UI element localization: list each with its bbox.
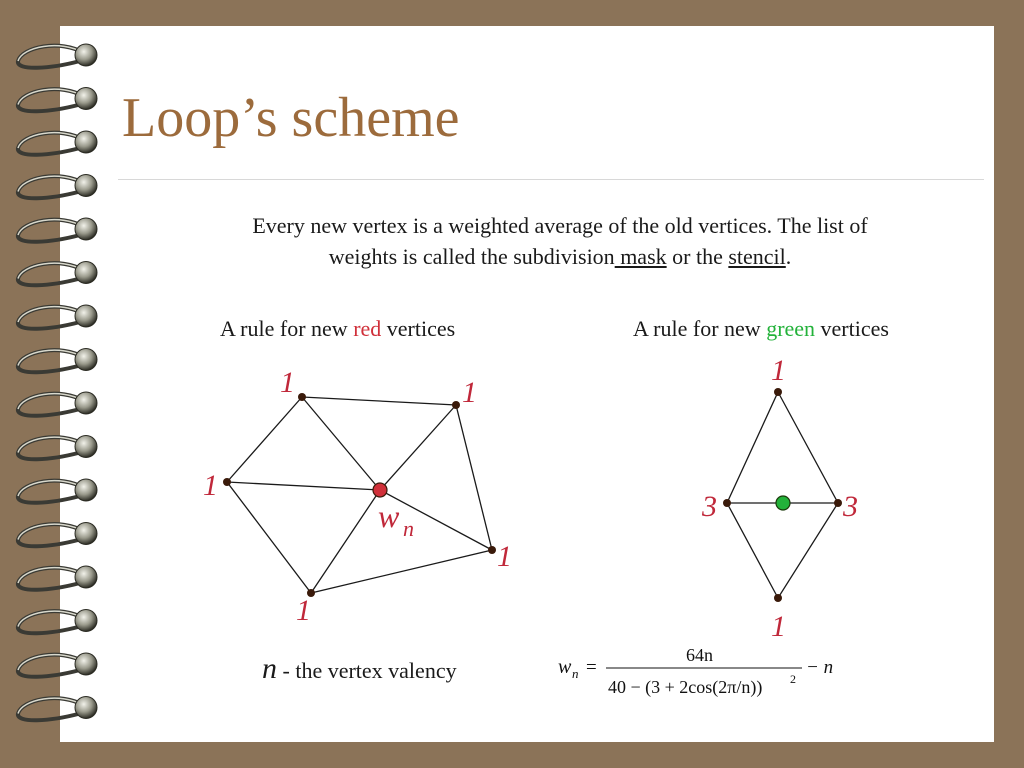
formula-equals: = (586, 657, 597, 678)
green-rule-caption: A rule for new green vertices (633, 316, 889, 342)
weight-label: 1 (771, 610, 786, 643)
weight-label: 1 (462, 376, 477, 409)
valency-symbol: n (262, 652, 277, 685)
term-mask: mask (614, 244, 667, 269)
spiral-binding (16, 43, 98, 723)
green-word: green (766, 316, 816, 341)
spoke (310, 489, 381, 594)
center-weight-symbol: w (378, 498, 400, 534)
binding-ring (74, 652, 98, 676)
binding-ring (74, 391, 98, 415)
weight-label: 1 (771, 354, 786, 387)
old-vertex (834, 499, 842, 507)
spoke (379, 404, 457, 491)
green-stencil-vertices (723, 388, 842, 602)
new-red-vertex (372, 482, 388, 498)
weight-label: 1 (296, 594, 311, 627)
binding-ring (74, 348, 98, 371)
intro-paragraph: Every new vertex is a weighted average o… (230, 210, 890, 272)
title-divider (118, 179, 984, 180)
old-vertex (488, 546, 496, 554)
spoke (301, 396, 381, 491)
green-stencil-weights: 1 3 3 1 (701, 354, 858, 643)
center-weight-subscript: n (403, 516, 414, 541)
binding-ring (74, 304, 98, 328)
weight-formula: w n = 64n 40 − (3 + 2cos(2π/n)) 2 − n (558, 645, 833, 698)
binding-ring (74, 522, 98, 545)
new-green-vertex (775, 495, 791, 511)
intro-text: Every new vertex is a weighted average o… (252, 213, 868, 269)
valency-note: n - the vertex valency (262, 652, 457, 686)
spoke (379, 489, 493, 551)
formula-exponent: 2 (790, 672, 796, 686)
red-rule-prefix: A rule for new (220, 316, 354, 341)
binding-ring (74, 565, 98, 589)
binding-ring (74, 609, 98, 632)
weight-label: 1 (280, 366, 295, 399)
valency-text: - the vertex valency (277, 658, 457, 683)
old-vertex (307, 589, 315, 597)
binding-ring (74, 217, 98, 241)
old-vertex (774, 388, 782, 396)
intro-text-or: or the (666, 244, 729, 269)
term-stencil: stencil (728, 244, 786, 269)
formula-tail: − n (806, 657, 833, 678)
green-rule-prefix: A rule for new (633, 316, 767, 341)
slide-page (60, 26, 994, 742)
stencil-outline (726, 390, 839, 600)
binding-ring (74, 435, 98, 458)
formula-lhs: w (558, 656, 572, 678)
red-stencil-weights: 1 1 1 1 1 (203, 366, 512, 627)
binding-ring (74, 696, 98, 719)
red-word: red (353, 316, 382, 341)
binding-ring (74, 87, 98, 110)
spoke (226, 481, 381, 491)
red-vertex-stencil (226, 396, 493, 594)
binding-ring (74, 43, 98, 67)
binding-ring (74, 478, 98, 502)
green-rule-suffix: vertices (815, 316, 889, 341)
stencil-outline (226, 396, 493, 594)
formula-lhs-subscript: n (572, 666, 579, 681)
weight-label: 3 (701, 490, 717, 523)
old-vertex (774, 594, 782, 602)
old-vertex (723, 499, 731, 507)
old-vertex (298, 393, 306, 401)
old-vertex (223, 478, 231, 486)
weight-label: 1 (203, 469, 218, 502)
weight-label: 3 (842, 490, 858, 523)
intro-period: . (785, 244, 792, 269)
weight-label: 1 (497, 540, 512, 573)
formula-denominator: 40 − (3 + 2cos(2π/n)) (608, 677, 762, 698)
green-vertex-stencil (726, 390, 839, 600)
slide-title: Loop’s scheme (122, 87, 460, 149)
binding-ring (74, 130, 98, 154)
binding-ring (74, 174, 98, 197)
formula-numerator: 64n (686, 645, 713, 665)
old-vertex (452, 401, 460, 409)
red-rule-caption: A rule for new red vertices (220, 316, 455, 342)
red-rule-suffix: vertices (381, 316, 456, 341)
center-weight-label: w n (378, 498, 414, 541)
red-stencil-vertices (223, 393, 496, 597)
binding-ring (74, 261, 98, 284)
